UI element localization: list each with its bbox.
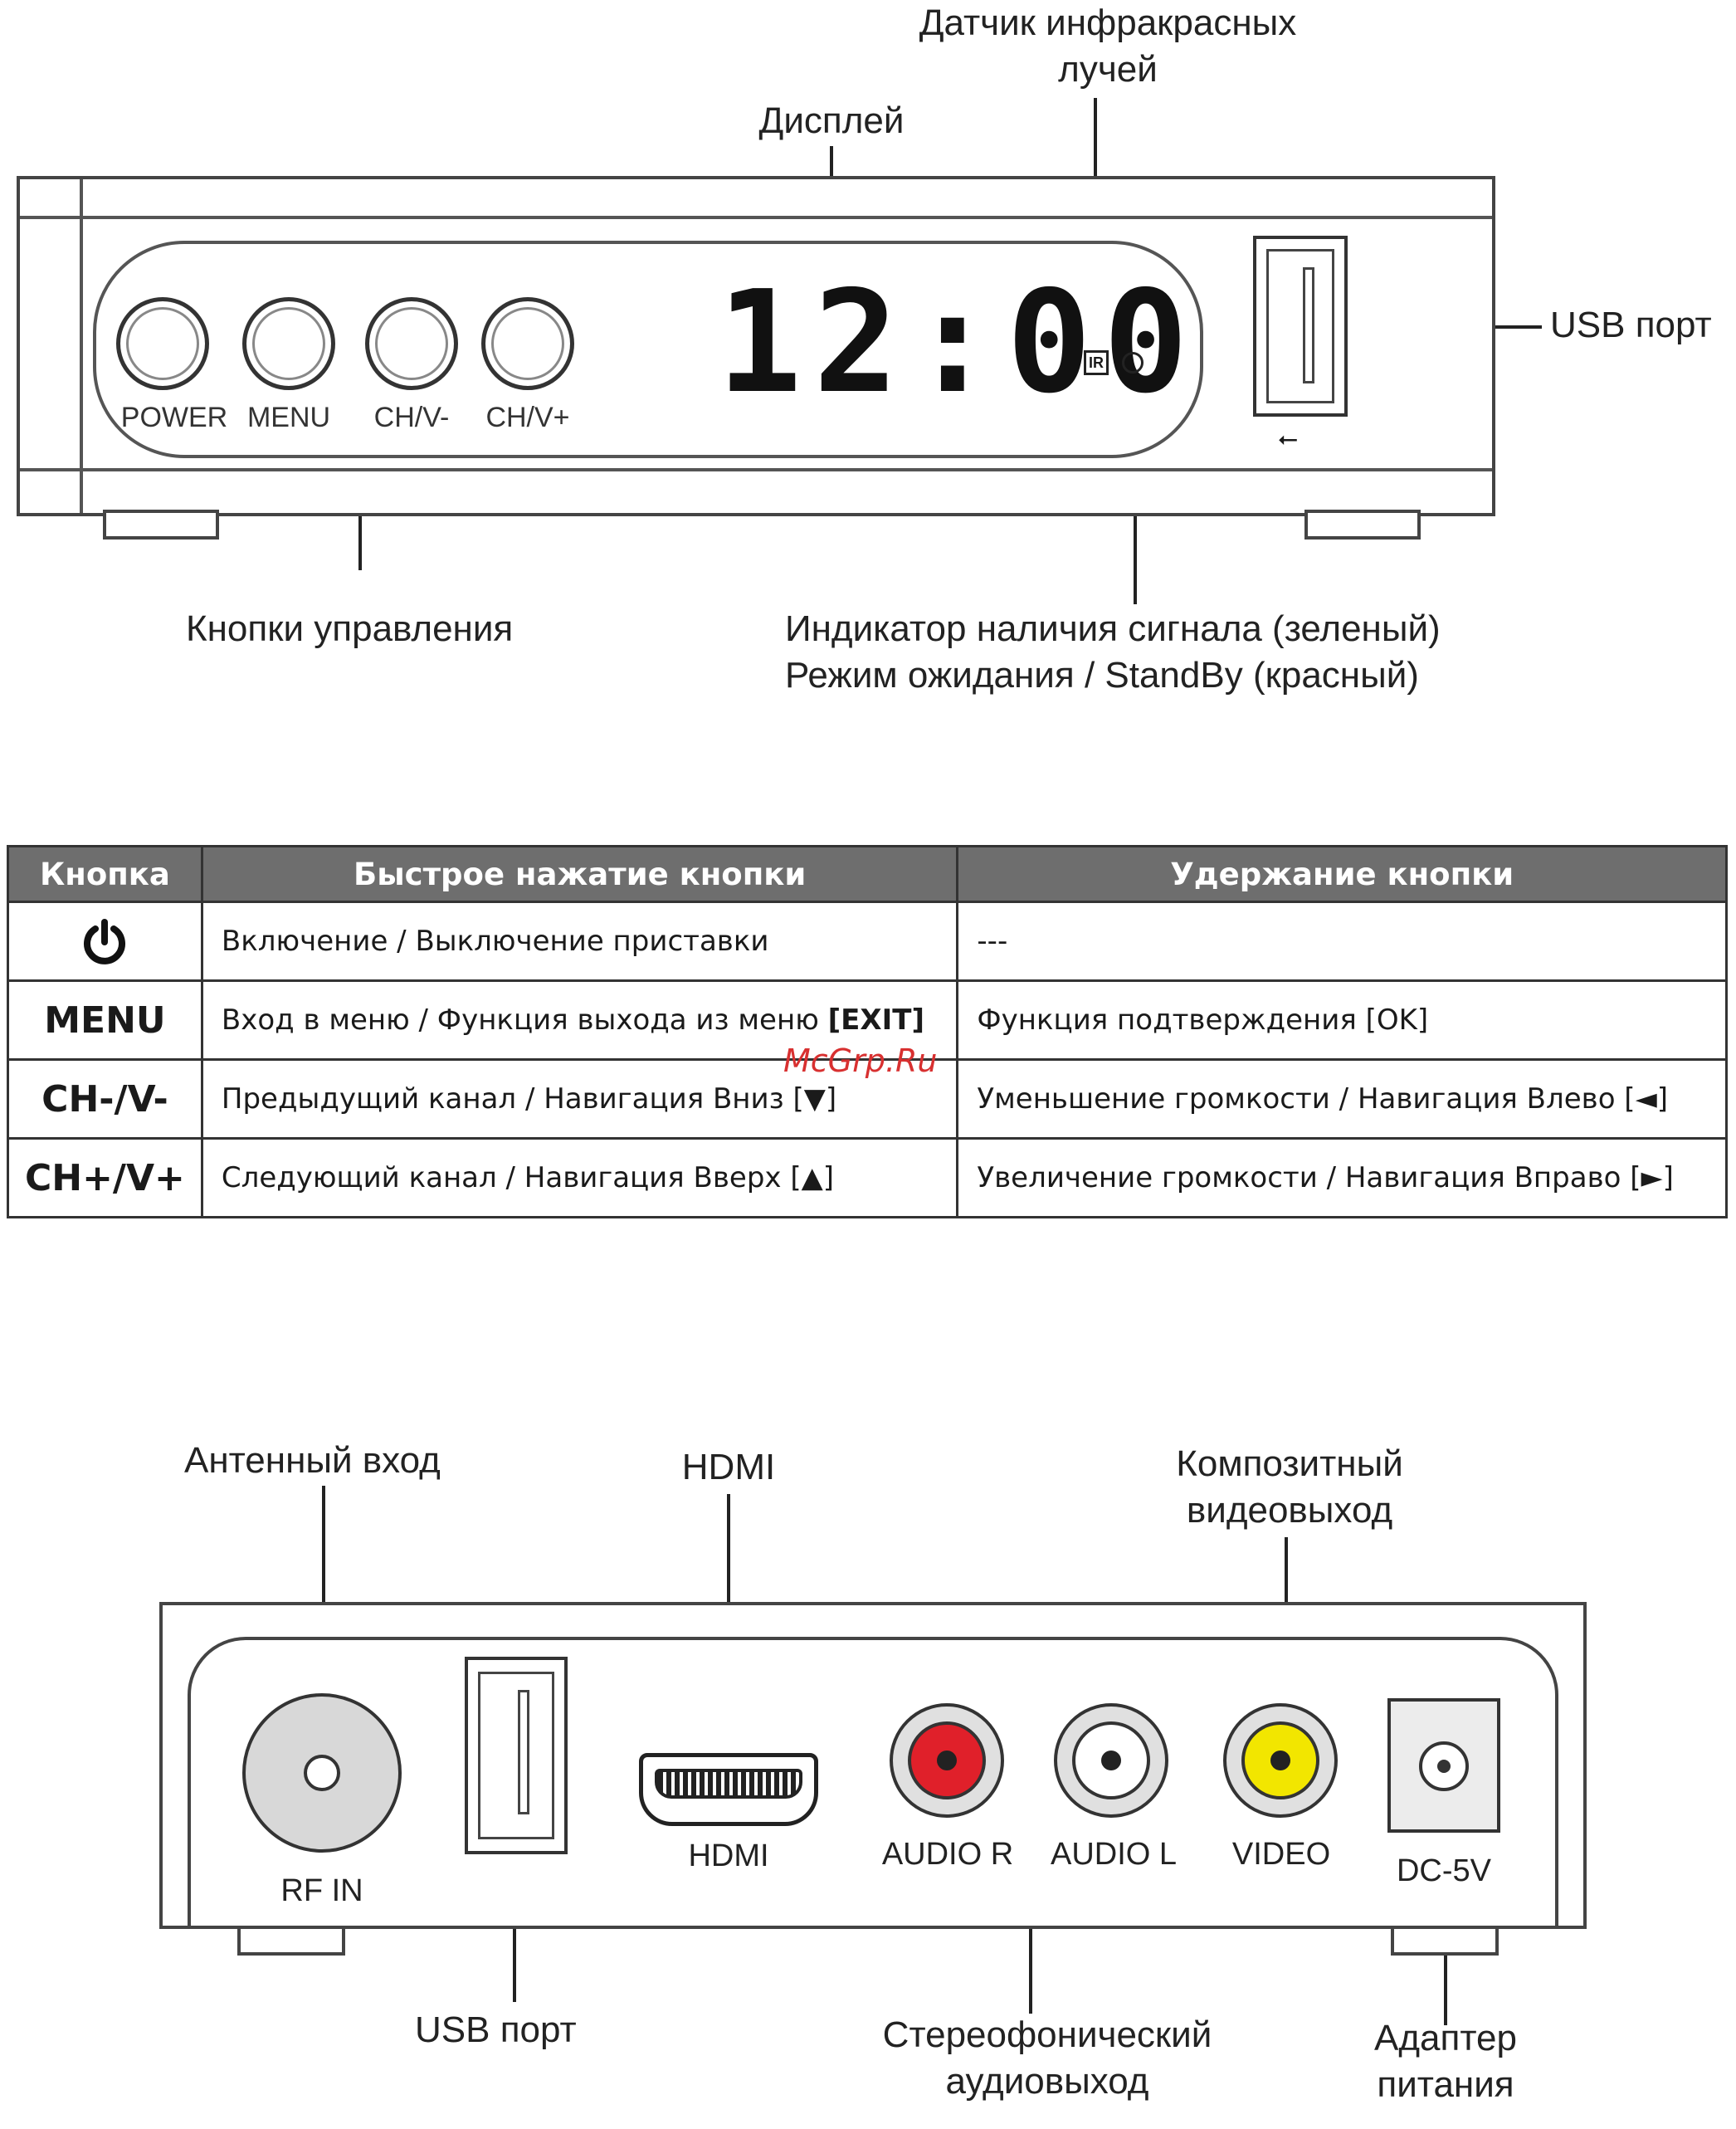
label-antenna-input: Антенный вход [184, 1440, 441, 1481]
label-stereo-1: Стереофонический [882, 2014, 1212, 2055]
label-ir-sensor: Датчик инфракрасных лучей [919, 2, 1297, 90]
table-cell: Увеличение громкости / Навигация Вправо … [956, 1137, 1728, 1218]
ch-v-minus-button[interactable] [365, 297, 458, 390]
label-hdmi: HDMI [681, 1447, 776, 1487]
power-icon [84, 919, 126, 964]
watermark: McGrp.Ru [783, 1043, 938, 1079]
table-row: MENU Вход в меню / Функция выхода из мен… [7, 979, 1728, 1061]
label-power-2: питания [1377, 2064, 1514, 2105]
label-control-buttons: Кнопки управления [186, 608, 514, 649]
hdmi-port[interactable] [639, 1753, 818, 1826]
front-bezel [93, 241, 1203, 458]
callout-line-antenna [322, 1486, 325, 1705]
ch-v-minus-label: CH/V- [373, 402, 450, 433]
ir-sensor-icon: IR [1084, 350, 1109, 375]
power-button[interactable] [116, 297, 209, 390]
display-clock: 12:00 [717, 261, 1200, 425]
menu-button-label: MENU [246, 402, 331, 433]
video-label: VIDEO [1231, 1837, 1331, 1872]
hdmi-port-label: HDMI [688, 1838, 769, 1873]
table-cell: Включение / Выключение приставки [200, 901, 959, 982]
table-cell-key: CH-/V- [7, 1058, 203, 1140]
front-foot-left [103, 510, 219, 540]
button-functions-table: Кнопка Быстрое нажатие кнопки Удержание … [7, 845, 1728, 1218]
indicator-led-icon [1122, 352, 1144, 374]
table-header: Кнопка [7, 845, 203, 903]
table-cell-key: CH+/V+ [7, 1137, 203, 1218]
dc-power-jack[interactable] [1387, 1698, 1500, 1833]
table-cell: Предыдущий канал / Навигация Вниз [▼] [200, 1058, 959, 1140]
label-power-1: Адаптер [1374, 2018, 1517, 2058]
label-display: Дисплей [758, 100, 905, 141]
video-jack[interactable] [1223, 1703, 1338, 1818]
audio-l-label: AUDIO L [1050, 1837, 1178, 1872]
label-composite-2: видеовыход [1186, 1490, 1393, 1531]
usb-port-front[interactable] [1253, 236, 1348, 417]
table-cell: Функция подтверждения [OK] [956, 979, 1728, 1061]
table-cell-key: MENU [7, 979, 203, 1061]
ch-v-plus-label: CH/V+ [485, 402, 570, 433]
table-row: CH+/V+ Следующий канал / Навигация Вверх… [7, 1137, 1728, 1218]
table-header-row: Кнопка Быстрое нажатие кнопки Удержание … [7, 845, 1728, 903]
table-header: Быстрое нажатие кнопки [200, 845, 959, 903]
table-cell: Вход в меню / Функция выхода из меню [EX… [200, 979, 959, 1061]
table-cell: Следующий канал / Навигация Вверх [▲] [200, 1137, 959, 1218]
label-stereo-2: аудиовыход [945, 2061, 1149, 2102]
label-usb-front: USB порт [1550, 305, 1712, 345]
table-cell: Уменьшение громкости / Навигация Влево [… [956, 1058, 1728, 1140]
power-button-label: POWER [120, 402, 228, 433]
usb-port-back[interactable] [465, 1657, 568, 1854]
table-cell-key [7, 901, 203, 982]
label-indicator-signal: Индикатор наличия сигнала (зеленый) [785, 608, 1441, 649]
callout-line-audio [1029, 1884, 1032, 2014]
table-row: Включение / Выключение приставки --- [7, 901, 1728, 982]
back-foot-left [237, 1926, 345, 1956]
audio-r-label: AUDIO R [881, 1837, 1014, 1872]
audio-l-jack[interactable] [1054, 1703, 1168, 1818]
back-foot-right [1391, 1926, 1499, 1956]
label-usb-back: USB порт [415, 2009, 577, 2050]
label-composite-1: Композитный [1176, 1443, 1403, 1484]
table-row: CH-/V- Предыдущий канал / Навигация Вниз… [7, 1058, 1728, 1140]
rf-in-label: RF IN [280, 1873, 363, 1908]
label-indicator-standby: Режим ожидания / StandBy (красный) [785, 655, 1419, 696]
table-header: Удержание кнопки [956, 845, 1728, 903]
menu-button[interactable] [242, 297, 335, 390]
dc-label: DC-5V [1396, 1853, 1492, 1888]
front-foot-right [1304, 510, 1421, 540]
ch-v-plus-button[interactable] [481, 297, 574, 390]
usb-symbol-icon: ⭠ [1278, 425, 1298, 452]
audio-r-jack[interactable] [890, 1703, 1004, 1818]
callout-line-dc [1444, 1901, 1447, 2025]
front-chassis [17, 176, 1495, 516]
callout-line-usb-back [513, 1861, 516, 2002]
rf-in-jack[interactable] [242, 1693, 402, 1853]
table-cell: --- [956, 901, 1728, 982]
